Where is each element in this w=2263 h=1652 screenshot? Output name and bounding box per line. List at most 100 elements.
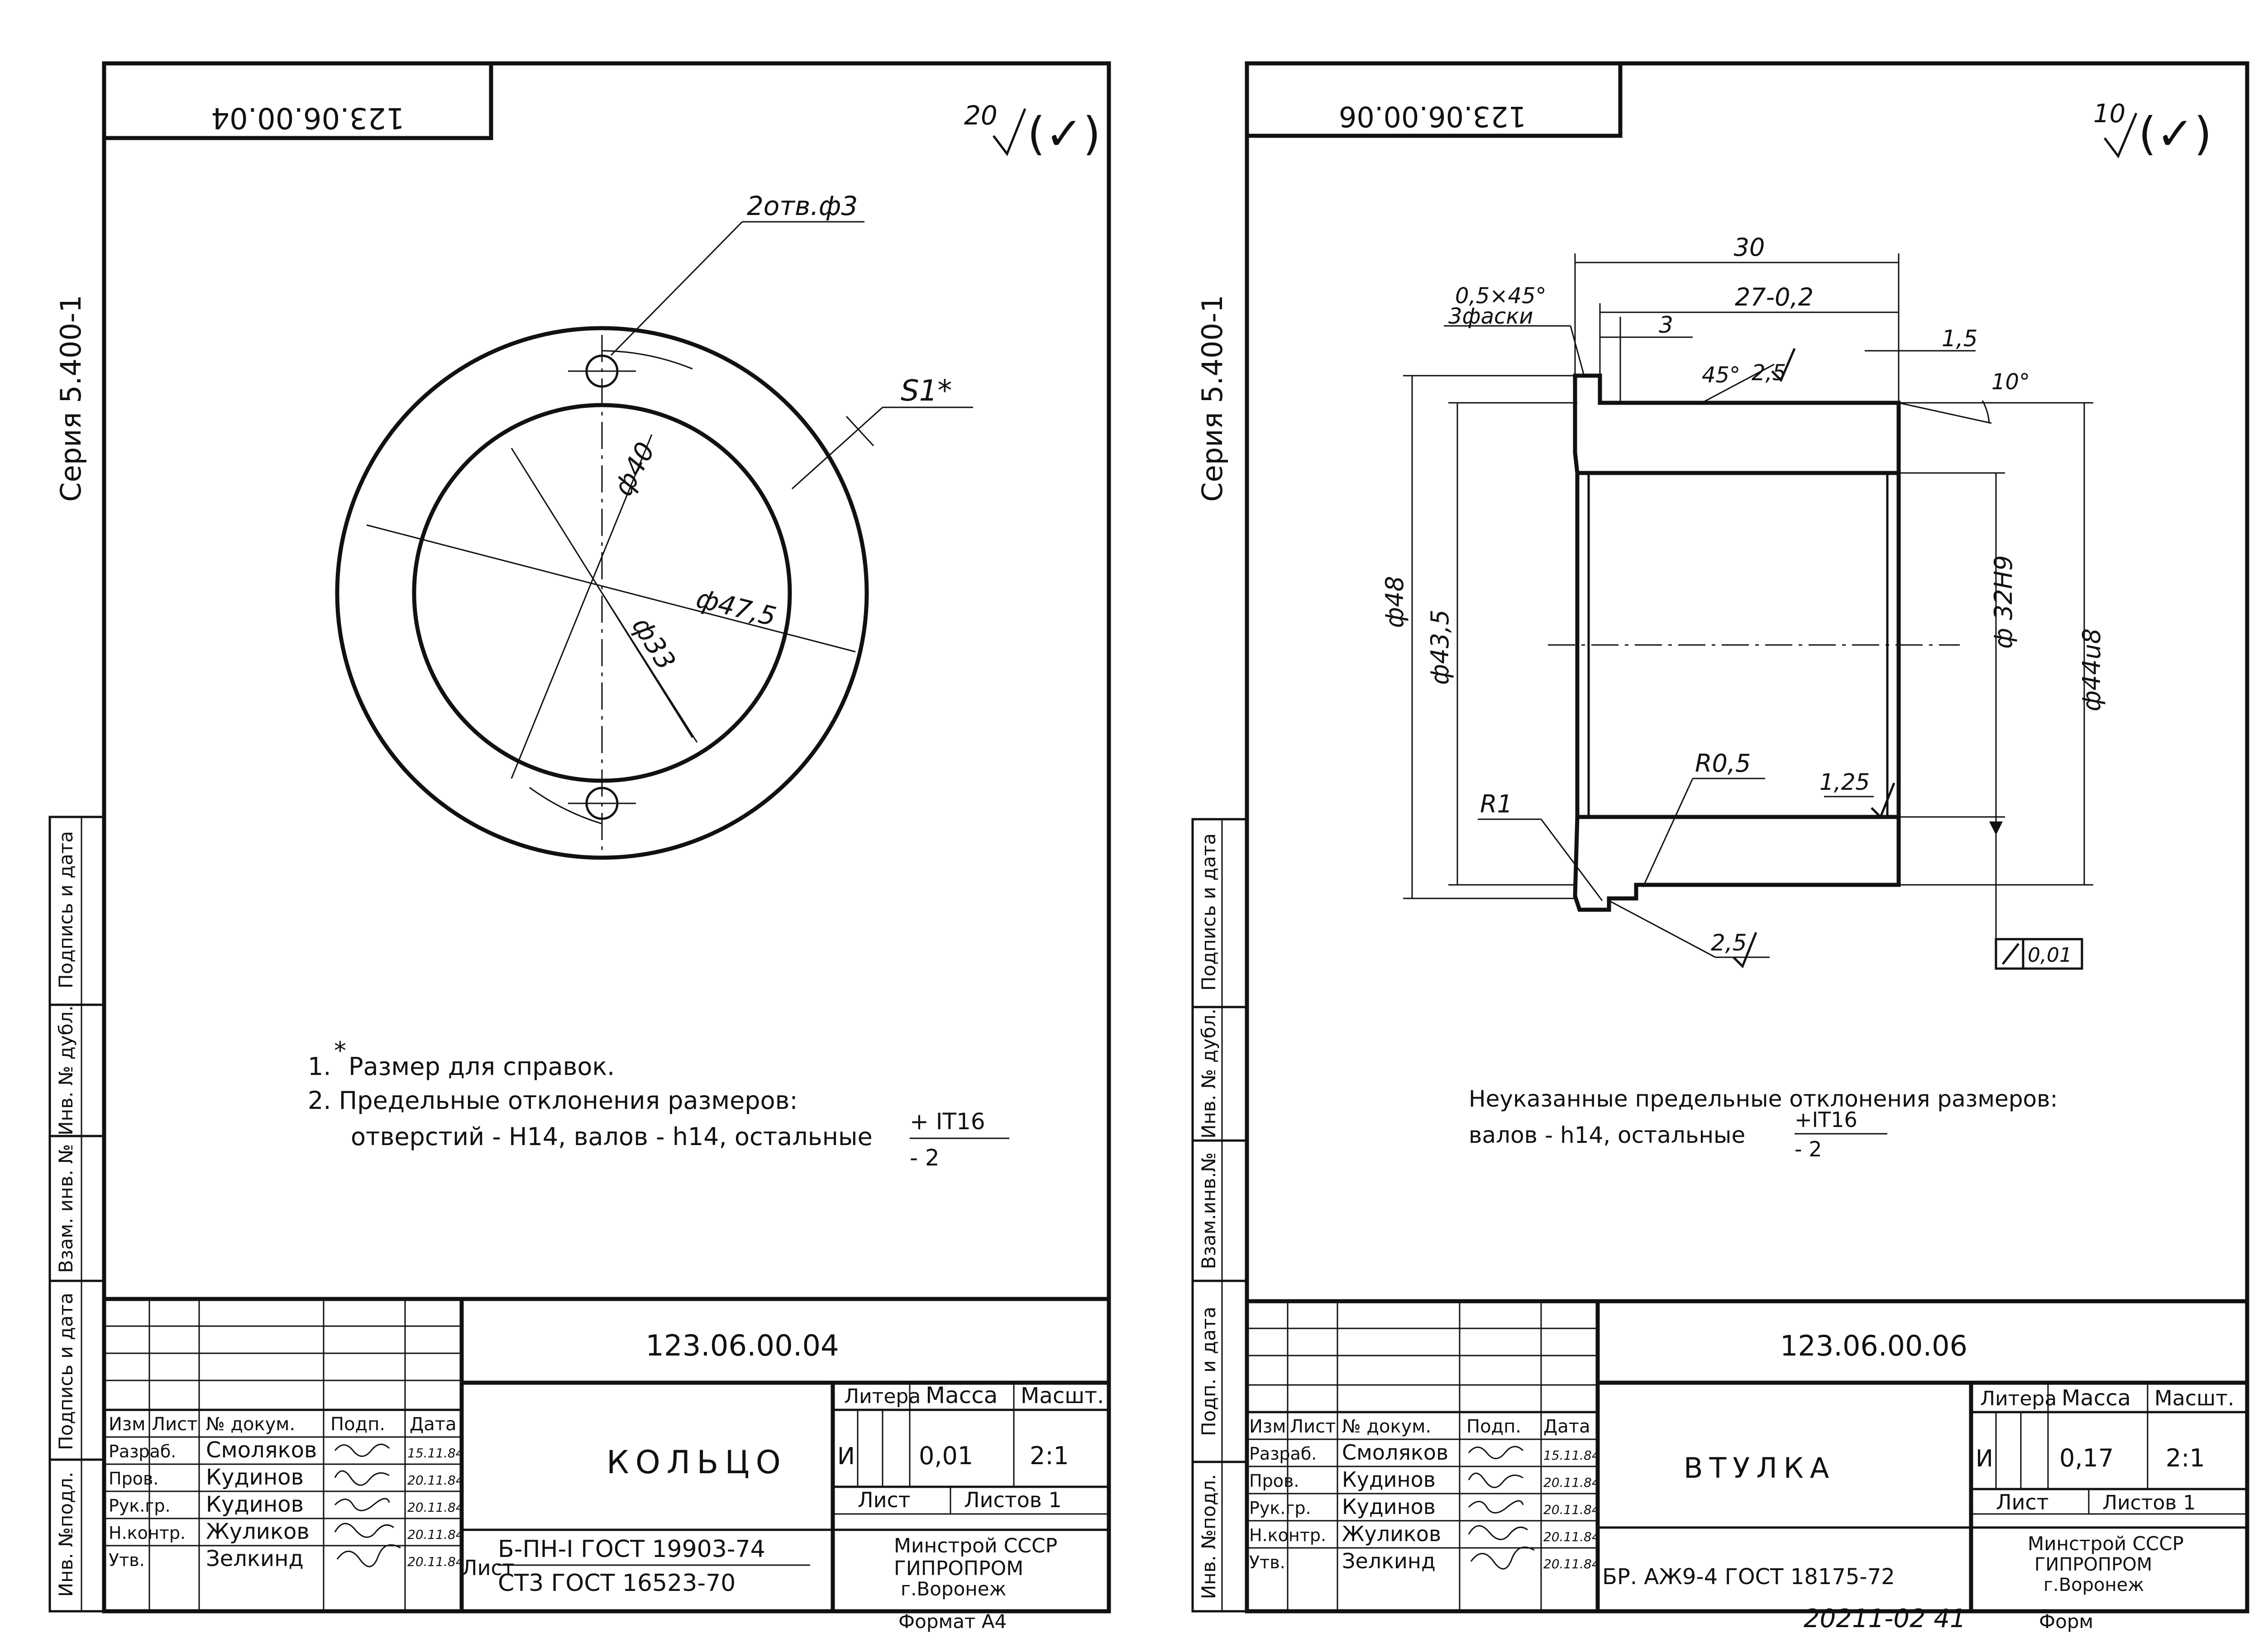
rough-top-leader xyxy=(1701,363,1775,404)
dim-r05: R0,5 xyxy=(1695,749,1751,778)
ring-outer-circle xyxy=(335,326,869,860)
left-tb-person-0: Смоляков xyxy=(206,1437,317,1463)
hole-arc-bottom xyxy=(529,787,602,825)
right-tb-format: Форм xyxy=(2039,1610,2093,1633)
dim-line-d33 xyxy=(511,434,653,779)
dim-chamfer-sub: 3фаски xyxy=(1448,304,1533,329)
left-tb-date-1: 20.11.84 xyxy=(407,1473,464,1488)
left-side-label-3: Инв. № дубл. xyxy=(55,1005,77,1135)
tol-frame xyxy=(1995,938,2083,970)
right-tb-person-1: Кудинов xyxy=(1342,1467,1436,1492)
left-tb-person-1: Кудинов xyxy=(206,1465,304,1490)
right-tb-date-3: 20.11.84 xyxy=(1543,1529,1600,1544)
signature-3 xyxy=(334,1498,390,1511)
dim-rough-top: 2,5 xyxy=(1752,360,1786,386)
right-tb-code: 123.06.00.06 xyxy=(1780,1329,1967,1362)
left-tb-role-0: Разраб. xyxy=(109,1442,176,1461)
rough-bottom-icon xyxy=(1733,932,1757,969)
dim-angle-10: 10° xyxy=(1991,369,2030,395)
right-signature-5 xyxy=(1470,1546,1535,1570)
holes-leader xyxy=(610,221,743,356)
left-note-1-star: * xyxy=(334,1036,346,1065)
right-code-box xyxy=(1247,63,1623,138)
signature-4 xyxy=(334,1523,394,1538)
chamfer-leader xyxy=(1570,325,1585,376)
bushing-lower-wall xyxy=(1573,815,1901,912)
right-signature-3 xyxy=(1468,1500,1524,1514)
left-tb-sheets-label: Листов 1 xyxy=(964,1488,1062,1512)
signature-1 xyxy=(334,1443,390,1457)
bushing-upper-wall xyxy=(1573,373,1901,475)
left-note-3-frac-bot: - 2 xyxy=(910,1145,940,1171)
right-tb-person-0: Смоляков xyxy=(1342,1440,1448,1465)
left-tb-h4: Дата xyxy=(410,1414,457,1435)
left-tb-scale: 2:1 xyxy=(1030,1442,1069,1470)
left-tb-date-2: 20.11.84 xyxy=(407,1500,464,1515)
left-tb-role-4: Утв. xyxy=(109,1550,145,1570)
left-tb-material-prefix: Лист xyxy=(462,1556,515,1580)
right-side-label-2: Взам.инв.№ xyxy=(1198,1152,1220,1269)
dim-45: 45° xyxy=(1702,363,1740,388)
right-tb-h2: № докум. xyxy=(1342,1416,1431,1437)
left-tb-person-2: Кудинов xyxy=(206,1492,304,1517)
dim-d47: ф47,5 xyxy=(693,583,779,632)
dim-d48: ф48 xyxy=(1380,576,1409,628)
signature-5 xyxy=(336,1544,401,1567)
dim-chamfer: 0,5×45° xyxy=(1455,283,1547,309)
left-tb-litera: И xyxy=(837,1443,855,1470)
hole-arc-top xyxy=(602,350,693,370)
right-signature-2 xyxy=(1468,1472,1523,1488)
left-tb-mass-label: Масса xyxy=(926,1382,998,1408)
right-tb-role-3: Н.контр. xyxy=(1249,1525,1326,1545)
dim-d44: ф44u8 xyxy=(2077,628,2106,711)
runout-icon xyxy=(2002,943,2020,965)
right-side-label-1: Подп. и дата xyxy=(1198,1307,1220,1436)
right-tb-sheet-label: Лист xyxy=(1996,1490,2049,1514)
bushing-section xyxy=(1403,253,2093,970)
right-tb-name: ВТУЛКА xyxy=(1684,1451,1835,1485)
dim-d40: ф40 xyxy=(607,437,661,501)
angle-10-arc xyxy=(1981,400,1990,424)
left-tb-mass: 0,01 xyxy=(919,1442,973,1470)
rough-125-icon xyxy=(1871,783,1895,819)
right-tb-person-3: Жуликов xyxy=(1342,1522,1441,1546)
left-roughness-icon xyxy=(993,108,1026,157)
right-roughness-value: 10 xyxy=(2093,99,2125,129)
right-side-label-4: Подпись и дата xyxy=(1198,833,1220,991)
r05-leader xyxy=(1642,778,1694,888)
dim-d435: ф43,5 xyxy=(1426,610,1454,685)
right-tb-h1: Лист xyxy=(1290,1416,1336,1437)
dim-d32: ф 32Н9 xyxy=(1989,555,2018,649)
right-tb-date-0: 15.11.84 xyxy=(1543,1448,1600,1463)
left-code-box xyxy=(104,63,493,140)
left-tb-date-3: 20.11.84 xyxy=(407,1527,464,1542)
left-frame xyxy=(102,61,1111,1614)
right-roughness-icon xyxy=(2104,113,2138,158)
right-roughness-suffix: (✓) xyxy=(2139,107,2212,160)
right-tb-h4: Дата xyxy=(1543,1416,1590,1437)
right-series-label: Серия 5.400-1 xyxy=(1196,295,1229,501)
left-tb-format: Формат А4 xyxy=(898,1610,1007,1633)
dim-line-d47 xyxy=(366,524,856,653)
right-tb-org-2: ГИПРОПРОМ xyxy=(2034,1554,2152,1575)
left-tb-org-3: г.Воронеж xyxy=(901,1578,1006,1600)
left-tb-date-4: 20.11.84 xyxy=(407,1554,464,1569)
left-tb-name: КОЛЬЦО xyxy=(606,1444,787,1481)
right-side-stamp-box xyxy=(1191,818,1248,1613)
right-tb-mass: 0,17 xyxy=(2059,1444,2114,1472)
right-signature-1 xyxy=(1468,1446,1524,1459)
left-title-block xyxy=(104,1297,1109,1611)
left-tb-litera-label: Литера xyxy=(844,1385,921,1408)
right-tb-role-1: Пров. xyxy=(1249,1471,1299,1491)
right-tb-h3: Подп. xyxy=(1466,1416,1521,1437)
right-tb-person-2: Кудинов xyxy=(1342,1494,1436,1519)
left-side-stamp xyxy=(48,816,105,1613)
rough-bottom-leader xyxy=(1609,900,1716,958)
right-tb-sheets-label: Листов 1 xyxy=(2102,1491,2196,1514)
dim-30: 30 xyxy=(1734,233,1765,262)
left-tb-role-2: Рук.гр. xyxy=(109,1496,171,1516)
left-tb-scale-label: Масшт. xyxy=(1021,1383,1104,1408)
left-note-2: 2. Предельные отклонения размеров: xyxy=(308,1086,798,1115)
left-side-label-2: Взам. инв. № xyxy=(55,1144,77,1273)
